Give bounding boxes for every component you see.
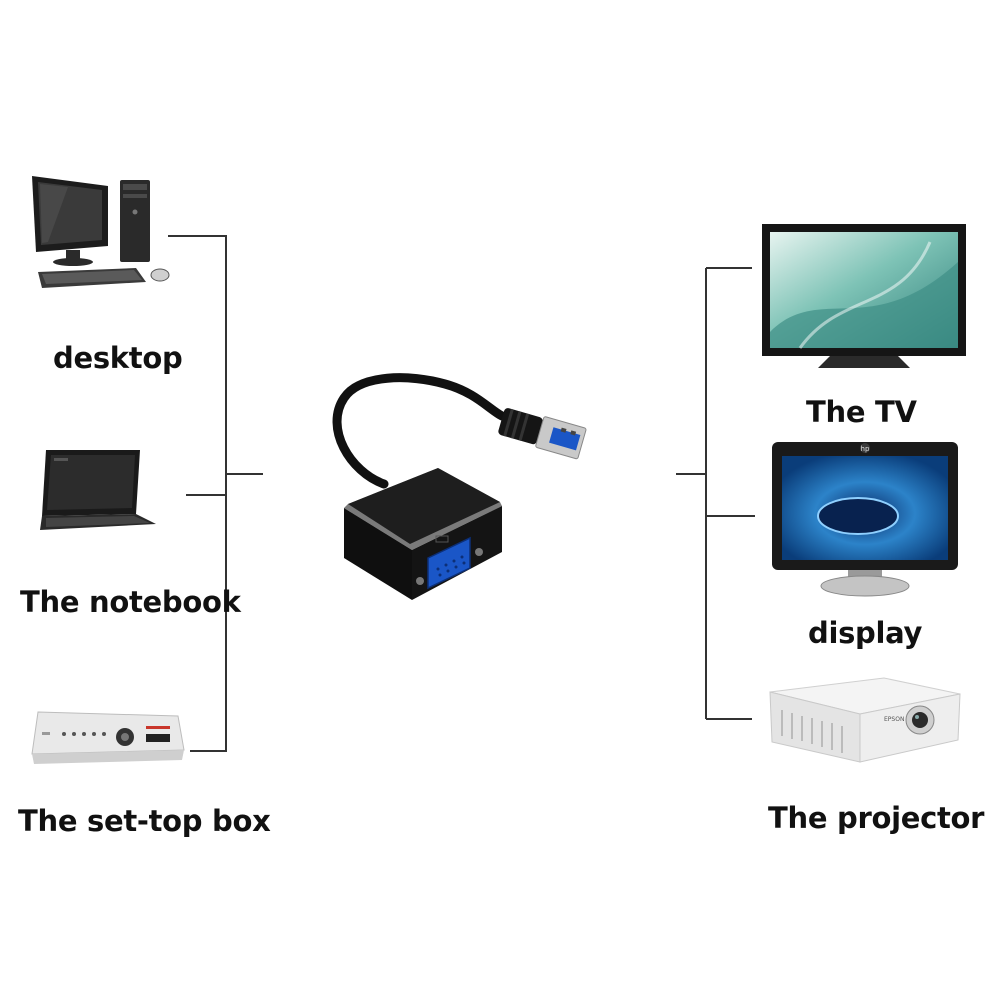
desktop-label: desktop	[53, 341, 183, 375]
tv-icon	[762, 224, 966, 368]
projector-label: The projector	[768, 801, 985, 835]
display-brand: hp	[861, 445, 870, 453]
projector-brand: EPSON	[884, 716, 904, 723]
notebook-label: The notebook	[20, 585, 241, 619]
set-top-box-icon	[31, 711, 185, 764]
tv-label: The TV	[806, 395, 917, 429]
laptop-icon	[40, 450, 156, 530]
projector-icon: EPSON	[769, 677, 961, 763]
desktop-computer-icon	[32, 176, 170, 288]
usb-to-vga-adapter-icon	[332, 373, 587, 600]
display-label: display	[808, 616, 923, 650]
set-top-box-label: The set-top box	[18, 804, 271, 838]
monitor-icon: hp	[772, 442, 958, 597]
